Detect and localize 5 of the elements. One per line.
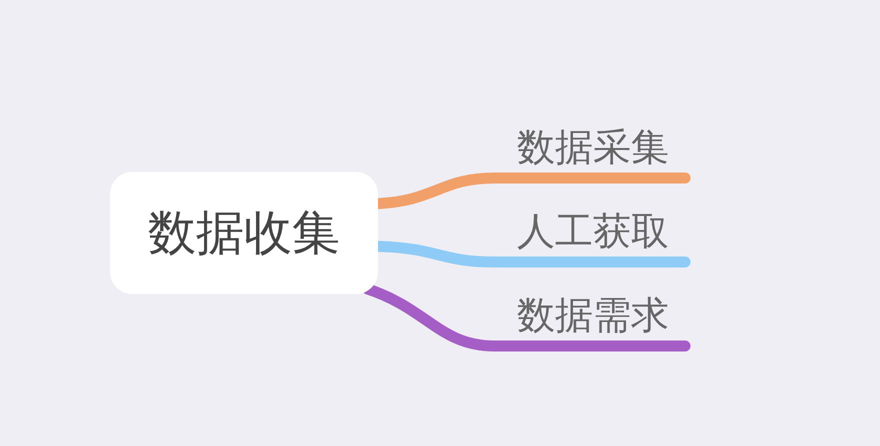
topic-box: 数据收集 xyxy=(110,172,378,294)
branch-label: 人工获取 xyxy=(490,202,685,256)
branch-line xyxy=(362,284,690,352)
branch-label: 数据需求 xyxy=(490,286,685,340)
branch-label: 数据采集 xyxy=(490,118,685,172)
